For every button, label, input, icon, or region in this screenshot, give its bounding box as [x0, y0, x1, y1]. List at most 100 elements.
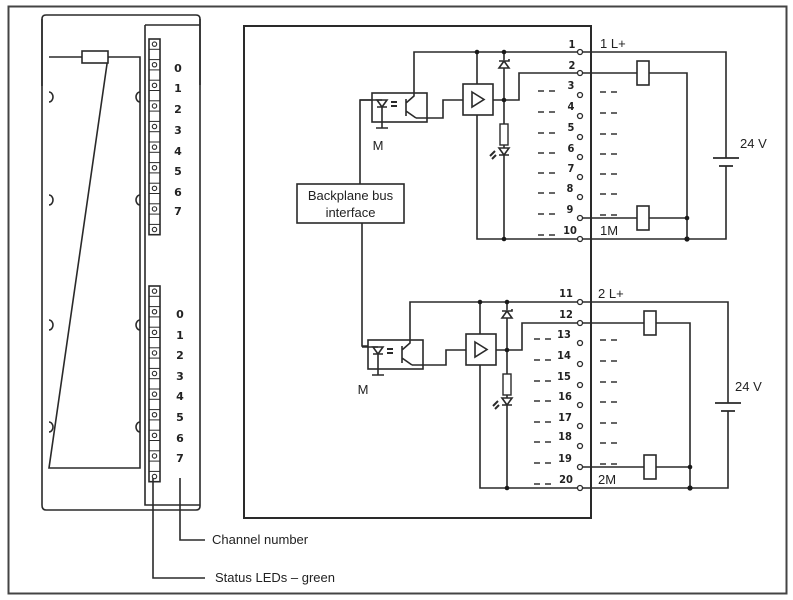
phototransistor-icon — [405, 93, 417, 119]
external-supply-wire — [583, 301, 729, 489]
status-led-icon — [500, 397, 514, 407]
channel-number: 1 — [174, 82, 182, 95]
channel-number: 3 — [174, 124, 182, 137]
terminal-number: 4 — [568, 100, 575, 113]
terminal-icon — [576, 112, 584, 120]
callout-leader-status-leds — [152, 478, 205, 579]
callout-status-leds: Status LEDs – green — [215, 570, 335, 585]
status-led-icon — [151, 165, 158, 171]
junction-dot — [504, 299, 510, 305]
channel-number: 5 — [174, 165, 182, 178]
junction-dot — [687, 485, 693, 491]
outer-frame — [7, 5, 788, 595]
light-emission-icon — [489, 150, 497, 160]
status-led-icon — [151, 61, 158, 68]
bus-wire-lower — [361, 223, 368, 347]
status-led-icon — [151, 103, 158, 109]
channel-number: 2 — [176, 349, 184, 362]
terminal-icon — [576, 48, 584, 56]
terminal-icon — [576, 422, 584, 430]
junction-dot — [504, 347, 510, 353]
voltage-label-group-2: 24 V — [735, 379, 762, 394]
callout-channel-number: Channel number — [212, 532, 309, 547]
channel-number: 4 — [176, 390, 184, 403]
channel-number: 4 — [174, 145, 182, 158]
terminal-number: 19 — [558, 452, 572, 465]
load-relay-icon — [636, 205, 650, 231]
terminal-icon — [576, 381, 584, 389]
signal-wire — [412, 349, 466, 366]
opto-light-arrows-icon — [387, 348, 393, 354]
channel-group-1 — [360, 48, 739, 243]
terminal-number: 17 — [558, 411, 572, 424]
terminal-icon — [576, 133, 584, 141]
internal-rail — [476, 52, 580, 240]
terminal-number: 16 — [558, 390, 572, 403]
ground-label-group-2: 2M — [598, 472, 616, 487]
protection-diode-icon — [500, 309, 514, 319]
status-led-icon — [151, 391, 158, 397]
battery-icon — [713, 157, 739, 167]
terminal-number: 18 — [558, 430, 572, 443]
channel-number: 7 — [174, 205, 182, 218]
junction-dot — [684, 236, 690, 242]
clip-bump — [135, 194, 141, 206]
status-led-icon — [151, 226, 158, 233]
status-led-icon — [151, 411, 158, 418]
status-led-icon — [151, 41, 158, 47]
supply-rail — [409, 301, 580, 340]
terminal-icon — [576, 298, 584, 306]
callout-leader-channel-number — [179, 478, 205, 541]
channel-number: 0 — [174, 62, 182, 75]
backplane-bus-label-line1: Backplane bus — [308, 188, 394, 203]
status-led-icon — [151, 329, 158, 336]
terminal-icon — [576, 484, 584, 492]
clip-bump — [48, 91, 54, 103]
terminal-number: 8 — [567, 182, 574, 195]
module-front-view: 0 1 2 3 4 5 6 7 0 1 2 3 4 5 6 7 — [41, 14, 201, 511]
terminal-number: 11 — [559, 287, 573, 300]
module-outline — [41, 19, 201, 511]
status-led-icon — [151, 144, 158, 150]
status-led-icon — [151, 206, 158, 212]
status-led-icon — [151, 453, 158, 459]
clip-bump — [48, 319, 54, 331]
terminal-number: 5 — [568, 121, 575, 134]
junction-dot — [501, 236, 507, 242]
ground-label-lower: M — [358, 382, 369, 397]
terminal-number: 2 — [569, 59, 576, 72]
signal-wire — [416, 99, 463, 119]
status-led-strip-lower — [148, 285, 161, 483]
terminal-icon — [576, 69, 584, 77]
channel-number: 5 — [176, 411, 184, 424]
clip-bump — [135, 319, 141, 331]
channel-number: 6 — [176, 432, 184, 445]
terminal-icon — [576, 319, 584, 327]
terminal-icon — [576, 91, 584, 99]
status-led-icon — [151, 432, 158, 439]
load-relay-icon — [636, 60, 650, 86]
channel-number: 7 — [176, 452, 184, 465]
load-wire-1 — [583, 72, 688, 239]
terminal-number: 14 — [557, 349, 571, 362]
terminal-labels-group-1: 1 2 3 4 5 6 7 8 9 10 — [563, 38, 577, 237]
light-emission-icon — [492, 400, 500, 410]
label-window — [48, 56, 141, 469]
clip-bump — [48, 194, 54, 206]
voltage-label-group-1: 24 V — [740, 136, 767, 151]
bus-wire-upper — [359, 99, 372, 184]
status-led-icon — [497, 147, 511, 157]
status-led-icon — [151, 288, 158, 294]
status-led-icon — [151, 123, 158, 130]
status-led-icon — [151, 185, 158, 192]
clip-bump — [135, 421, 141, 433]
terminal-icon — [576, 442, 584, 450]
terminal-labels-group-2: 11 12 13 14 15 16 17 18 19 20 — [557, 287, 573, 486]
external-supply-wire — [583, 51, 727, 240]
opto-light-arrows-icon — [391, 101, 397, 107]
resistor-icon — [502, 373, 512, 396]
ground-symbol-icon — [362, 346, 384, 376]
terminal-icon — [576, 153, 584, 161]
terminal-icon — [576, 401, 584, 409]
backplane-bus-interface — [296, 183, 405, 224]
